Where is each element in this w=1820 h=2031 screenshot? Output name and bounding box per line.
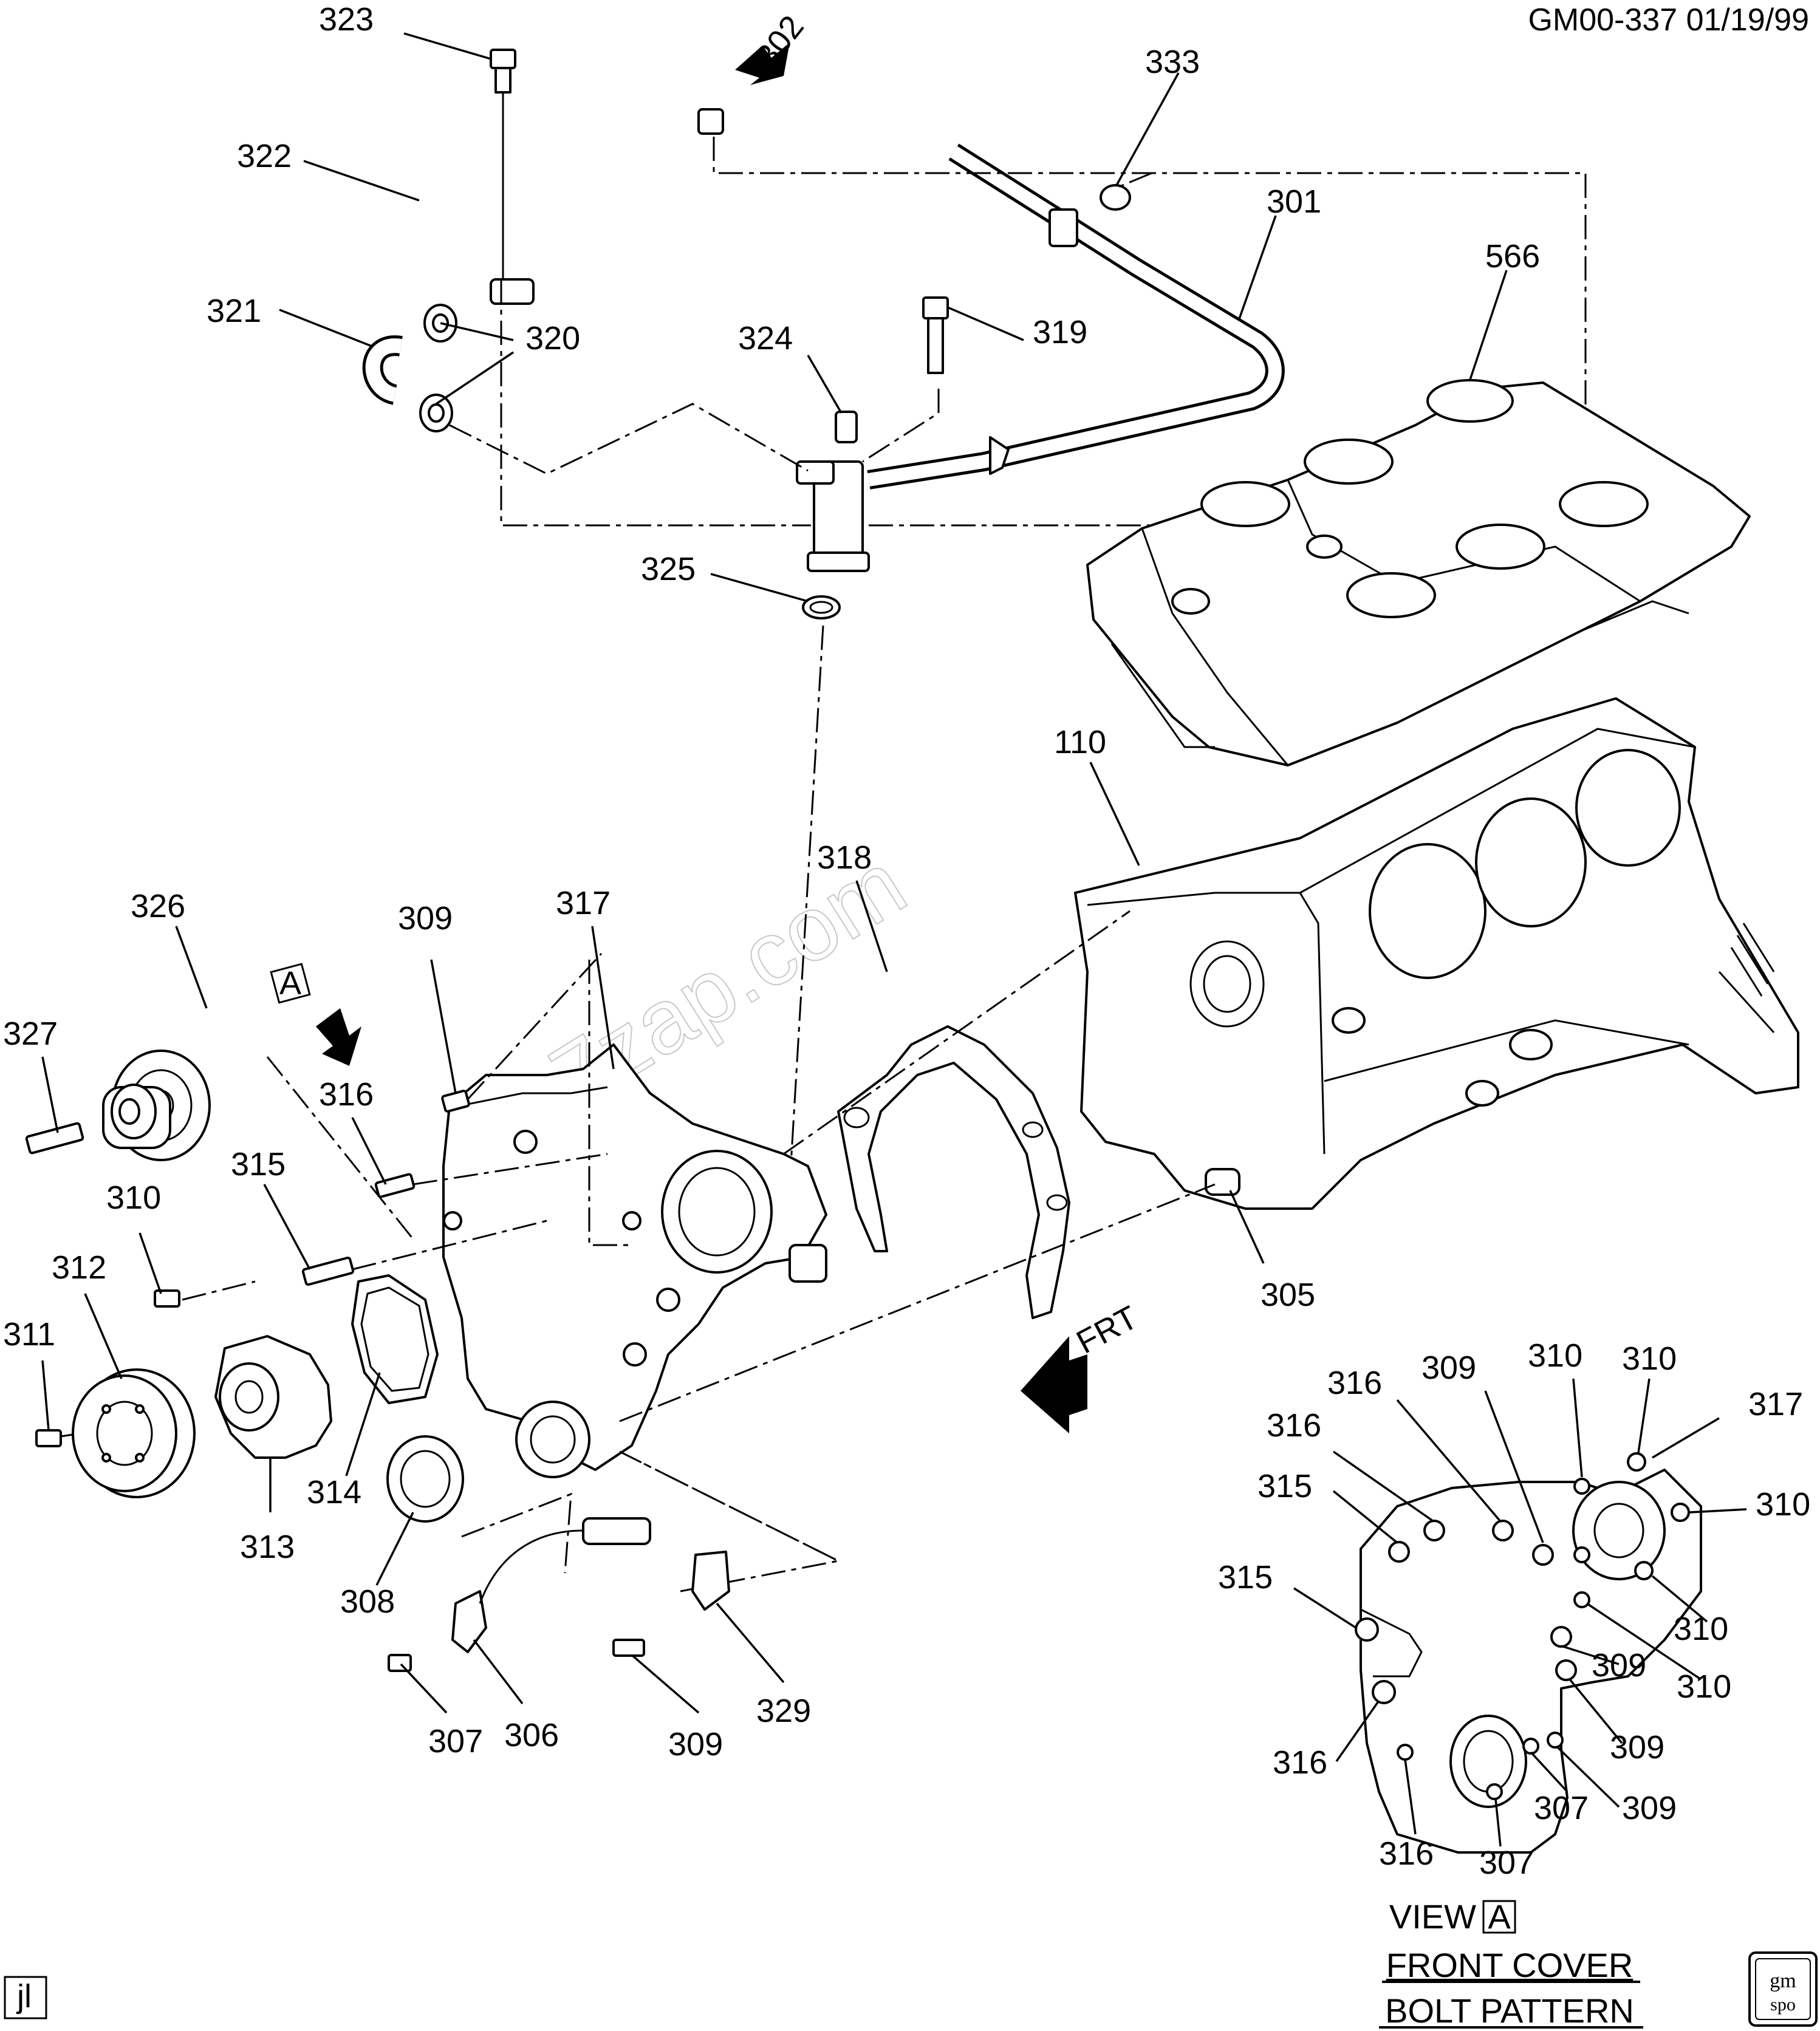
callout-322: 322 (237, 138, 292, 174)
callout-314: 314 (307, 1474, 361, 1510)
gm-spo-logo: gm spo (1748, 1951, 1818, 2027)
intake-manifold (1086, 379, 1751, 766)
pcv-hose-assembly (362, 49, 724, 432)
view-a-detail (1355, 1452, 1702, 1854)
crank-seal (386, 1435, 464, 1523)
callout-326: 326 (131, 888, 185, 924)
arrow-a-label: A (279, 965, 301, 1002)
arrow-302 (735, 43, 790, 85)
water-pump (214, 1335, 332, 1459)
callout-319: 319 (1033, 314, 1087, 350)
callout-306: 306 (504, 1717, 559, 1753)
callout-316: 316 (319, 1076, 374, 1113)
view-callout-310-a: 310 (1528, 1337, 1582, 1374)
frt-label: FRT (1070, 1299, 1143, 1361)
view-a-arrow: A (270, 963, 361, 1066)
callout-566: 566 (1485, 238, 1540, 275)
view-callout-316-b: 316 (1267, 1407, 1321, 1444)
callout-309-top: 309 (398, 900, 453, 937)
front-cover (442, 1043, 827, 1478)
callout-labels: 323 302 333 322 301 566 321 320 324 319 … (3, 1, 1810, 1881)
callout-308: 308 (340, 1583, 395, 1620)
callout-323: 323 (319, 1, 374, 38)
corner-tag-text: jl (16, 1978, 32, 2015)
water-pump-pulley (72, 1368, 196, 1498)
callout-315: 315 (231, 1146, 286, 1183)
callout-110: 110 (1054, 724, 1106, 760)
callout-311: 311 (3, 1316, 55, 1353)
view-callout-307-b: 307 (1479, 1845, 1534, 1881)
view-callout-309-c: 309 (1610, 1729, 1664, 1766)
callout-324: 324 (738, 320, 793, 357)
crank-sensor (388, 1517, 730, 1672)
callout-327: 327 (3, 1016, 58, 1052)
callout-333: 333 (1145, 44, 1200, 80)
callout-321: 321 (207, 293, 261, 329)
callout-305: 305 (1261, 1277, 1315, 1313)
drawing-id: GM00-337 01/19/99 (1528, 2, 1809, 38)
caption-line-1: FRONT COVER (1386, 1946, 1634, 1984)
front-arrow: FRT (1021, 1299, 1143, 1433)
callout-329: 329 (756, 1693, 811, 1729)
callout-325: 325 (641, 551, 696, 587)
belt-tensioner (102, 1050, 211, 1161)
callout-307: 307 (428, 1723, 483, 1760)
water-pump-gasket (351, 1274, 439, 1404)
view-callout-315-a: 315 (1257, 1468, 1312, 1504)
view-callout-309-b: 309 (1592, 1647, 1646, 1684)
pcv-tube (796, 143, 1285, 620)
callout-318: 318 (817, 839, 872, 876)
callout-312: 312 (52, 1249, 106, 1286)
view-callout-309-a: 309 (1421, 1350, 1476, 1386)
caption-line-2: BOLT PATTERN (1385, 1992, 1634, 2030)
view-boxed-letter: A (1488, 1897, 1511, 1936)
view-callout-310-c: 310 (1756, 1486, 1810, 1523)
corner-tag: jl (4, 1976, 47, 2019)
view-a-caption: VIEW A FRONT COVER BOLT PATTERN (1379, 1897, 1643, 2030)
view-callout-307-a: 307 (1534, 1790, 1589, 1826)
gm-logo-top: gm (1770, 1970, 1796, 1992)
front-cover-gasket (837, 1025, 1070, 1319)
callout-301: 301 (1267, 183, 1321, 220)
view-callout-316-c: 316 (1273, 1744, 1327, 1781)
view-callout-310-d: 310 (1674, 1611, 1728, 1647)
callout-317: 317 (556, 885, 611, 921)
view-callout-310-b: 310 (1622, 1340, 1677, 1377)
engine-block (1074, 697, 1799, 1210)
view-callout-317: 317 (1748, 1386, 1803, 1422)
callout-309-bottom: 309 (668, 1726, 723, 1763)
callout-310: 310 (106, 1179, 161, 1216)
gm-logo-bottom: spo (1770, 1995, 1796, 2015)
view-callout-315-b: 315 (1218, 1559, 1273, 1596)
view-callout-310-e: 310 (1677, 1668, 1731, 1705)
leader-lines (41, 32, 1747, 1847)
view-prefix: VIEW (1389, 1897, 1476, 1936)
callout-320: 320 (525, 320, 580, 357)
view-callout-309-d: 309 (1622, 1790, 1677, 1826)
cover-bolts (25, 1090, 470, 1447)
view-callout-316-d: 316 (1379, 1835, 1434, 1872)
callout-313: 313 (240, 1529, 295, 1565)
view-callout-316-a: 316 (1327, 1365, 1382, 1401)
